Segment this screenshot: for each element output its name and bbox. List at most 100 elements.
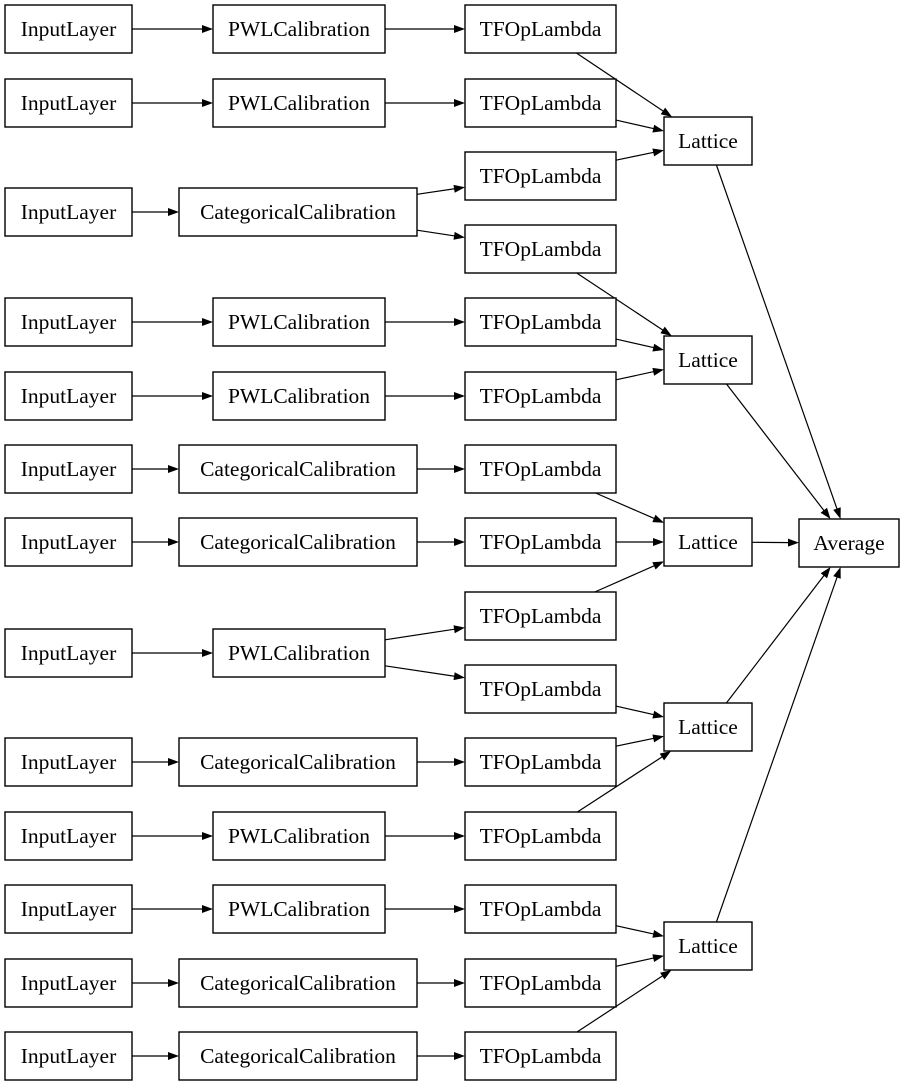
node-label-tf12: TFOpLambda	[480, 824, 602, 848]
node-pwl5: PWLCalibration	[212, 628, 386, 678]
node-box-pwl1	[212, 4, 386, 54]
node-pwl2: PWLCalibration	[212, 78, 386, 128]
arrowhead-icon	[833, 567, 841, 579]
arrowhead-icon	[453, 231, 465, 240]
node-box-tf6	[464, 371, 617, 421]
edge-tf3-lat1	[615, 148, 664, 161]
nodes-layer: InputLayerInputLayerInputLayerInputLayer…	[4, 4, 900, 1081]
node-in6: InputLayer	[4, 444, 133, 494]
edge-line	[576, 272, 666, 333]
arrowhead-icon	[453, 672, 465, 681]
node-box-in7	[4, 517, 133, 567]
node-pwl4: PWLCalibration	[212, 371, 386, 421]
arrowhead-icon	[454, 1052, 465, 1060]
node-label-pwl5: PWLCalibration	[228, 641, 370, 665]
node-pwl7: PWLCalibration	[212, 884, 386, 934]
edge-line	[576, 973, 666, 1033]
node-tf6: TFOpLambda	[464, 371, 617, 421]
node-box-pwl6	[212, 811, 386, 861]
node-box-cc2	[178, 444, 418, 494]
node-tf1: TFOpLambda	[464, 4, 617, 54]
edge-line	[615, 370, 657, 381]
arrowhead-icon	[820, 567, 831, 579]
node-label-tf2: TFOpLambda	[480, 91, 602, 115]
node-in13: InputLayer	[4, 1031, 133, 1081]
edge-tf14-lat5	[615, 954, 664, 967]
node-label-lat5: Lattice	[678, 934, 738, 958]
node-box-cc3	[178, 517, 418, 567]
node-label-lat4: Lattice	[678, 715, 738, 739]
node-lat4: Lattice	[663, 702, 753, 752]
edge-tf7-lat3	[595, 492, 664, 523]
node-in7: InputLayer	[4, 517, 133, 567]
arrowhead-icon	[820, 507, 831, 519]
edges-layer	[132, 25, 841, 1060]
edge-line	[726, 383, 827, 514]
node-label-pwl4: PWLCalibration	[228, 384, 370, 408]
node-in8: InputLayer	[4, 628, 133, 678]
arrowhead-icon	[454, 99, 465, 107]
node-label-in7: InputLayer	[21, 530, 117, 554]
node-box-in12	[4, 958, 133, 1008]
node-box-pwl2	[212, 78, 386, 128]
arrowhead-icon	[168, 538, 179, 546]
arrowhead-icon	[652, 343, 664, 352]
node-lat1: Lattice	[663, 116, 753, 166]
node-label-tf15: TFOpLambda	[480, 1044, 602, 1068]
edge-line	[715, 574, 839, 923]
node-label-cc6: CategoricalCalibration	[200, 1044, 396, 1068]
node-label-lat3: Lattice	[678, 530, 738, 554]
arrowhead-icon	[454, 465, 465, 473]
edge-in6-cc2	[132, 465, 179, 473]
edge-tf15-lat5	[576, 970, 672, 1033]
edge-in10-pwl6	[132, 832, 213, 840]
node-label-tf7: TFOpLambda	[480, 457, 602, 481]
node-label-pwl7: PWLCalibration	[228, 897, 370, 921]
edge-pwl5-tf10	[384, 665, 465, 681]
edge-cc5-tf14	[417, 979, 465, 987]
node-box-pwl4	[212, 371, 386, 421]
edge-line	[615, 119, 657, 130]
node-in1: InputLayer	[4, 4, 133, 54]
node-tf8: TFOpLambda	[464, 517, 617, 567]
node-tf4: TFOpLambda	[464, 224, 617, 274]
arrowhead-icon	[652, 367, 664, 376]
arrowhead-icon	[652, 514, 664, 523]
arrowhead-icon	[660, 326, 672, 336]
node-cc6: CategoricalCalibration	[178, 1031, 418, 1081]
node-box-in4	[4, 297, 133, 347]
edge-tf13-lat5	[615, 925, 664, 938]
node-box-lat4	[663, 702, 753, 752]
edge-in11-pwl7	[132, 905, 213, 913]
node-box-in3	[4, 187, 133, 237]
node-box-in9	[4, 737, 133, 787]
node-box-in13	[4, 1031, 133, 1081]
edge-tf1-lat1	[576, 52, 673, 117]
node-box-cc1	[178, 187, 418, 237]
edge-line	[416, 187, 458, 195]
node-label-tf3: TFOpLambda	[480, 164, 602, 188]
node-box-in1	[4, 4, 133, 54]
edge-line	[594, 564, 657, 593]
arrowhead-icon	[202, 392, 213, 400]
node-label-tf10: TFOpLambda	[480, 677, 602, 701]
edge-lat1-avg	[715, 164, 841, 519]
node-box-tf11	[464, 737, 617, 787]
node-in12: InputLayer	[4, 958, 133, 1008]
arrowhead-icon	[168, 758, 179, 766]
arrowhead-icon	[168, 979, 179, 987]
node-label-tf13: TFOpLambda	[480, 897, 602, 921]
edge-pwl5-tf9	[384, 625, 465, 641]
node-box-cc5	[178, 958, 418, 1008]
node-cc4: CategoricalCalibration	[178, 737, 418, 787]
node-label-tf9: TFOpLambda	[480, 604, 602, 628]
edge-in3-cc1	[132, 208, 179, 216]
node-tf7: TFOpLambda	[464, 444, 617, 494]
arrowhead-icon	[202, 649, 213, 657]
node-tf10: TFOpLambda	[464, 664, 617, 714]
arrowhead-icon	[652, 710, 664, 719]
arrowhead-icon	[652, 124, 664, 133]
node-box-lat5	[663, 921, 753, 971]
arrowhead-icon	[453, 625, 465, 634]
arrowhead-icon	[202, 318, 213, 326]
